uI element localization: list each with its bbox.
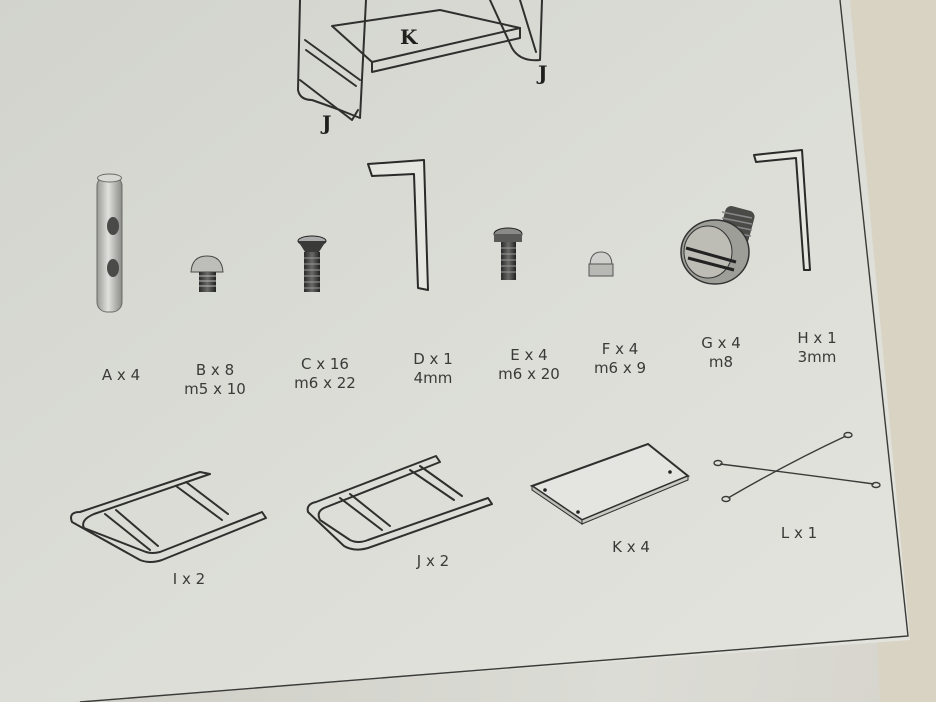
label-part-d: D x 1 4mm xyxy=(378,350,488,388)
part-a-tube-icon xyxy=(96,173,123,313)
label-part-f: F x 4 m6 x 9 xyxy=(565,340,675,378)
part-g-qty: G x 4 xyxy=(701,334,741,352)
part-e-qty: E x 4 xyxy=(510,346,548,364)
tag-j-right: J xyxy=(536,61,547,85)
part-i-qty: I x 2 xyxy=(172,570,206,588)
label-part-c: C x 16 m6 x 22 xyxy=(270,355,380,393)
part-h-qty: H x 1 xyxy=(797,329,837,347)
label-part-h: H x 1 3mm xyxy=(762,329,872,367)
sheet-border xyxy=(79,0,909,702)
part-d-size: 4mm xyxy=(413,369,453,387)
part-c-qty: C x 16 xyxy=(301,355,349,373)
part-h-size: 3mm xyxy=(797,348,837,366)
tag-k: K xyxy=(400,25,418,49)
part-f-cap-nut-icon xyxy=(588,251,614,277)
part-b-size: m5 x 10 xyxy=(184,380,246,398)
label-part-g: G x 4 m8 xyxy=(666,334,776,372)
part-k-qty: K x 4 xyxy=(612,538,650,556)
part-h-hex-key-icon xyxy=(753,149,811,271)
part-i-frame-icon xyxy=(70,471,267,563)
part-b-qty: B x 8 xyxy=(195,361,235,379)
label-part-j: J x 2 xyxy=(378,552,488,571)
part-d-qty: D x 1 xyxy=(413,350,453,368)
part-f-qty: F x 4 xyxy=(601,340,639,358)
part-e-bolt-icon xyxy=(493,227,523,280)
part-g-leveling-foot-icon xyxy=(680,206,755,285)
part-c-bolt-icon xyxy=(297,235,327,292)
label-part-i: I x 2 xyxy=(134,570,244,589)
part-l-qty: L x 1 xyxy=(780,524,818,542)
label-part-k: K x 4 xyxy=(576,538,686,557)
label-part-a: A x 4 xyxy=(66,366,176,385)
part-b-screw-icon xyxy=(190,255,224,292)
part-e-size: m6 x 20 xyxy=(498,365,560,383)
label-part-b: B x 8 m5 x 10 xyxy=(160,361,270,399)
part-c-size: m6 x 22 xyxy=(294,374,356,392)
shelf-assembly-diagram xyxy=(297,0,543,121)
part-j-qty: J x 2 xyxy=(416,552,450,570)
part-d-hex-key-icon xyxy=(367,159,429,291)
table-surface xyxy=(850,0,936,702)
label-part-e: E x 4 m6 x 20 xyxy=(474,346,584,384)
part-k-panel-icon xyxy=(529,442,690,525)
part-j-frame-icon xyxy=(306,455,493,551)
label-part-l: L x 1 xyxy=(744,524,854,543)
part-g-size: m8 xyxy=(708,353,734,371)
part-l-cable-icon xyxy=(713,431,881,503)
part-f-size: m6 x 9 xyxy=(593,359,647,377)
part-a-qty: A x 4 xyxy=(101,366,141,384)
tag-j-left: J xyxy=(320,111,331,135)
